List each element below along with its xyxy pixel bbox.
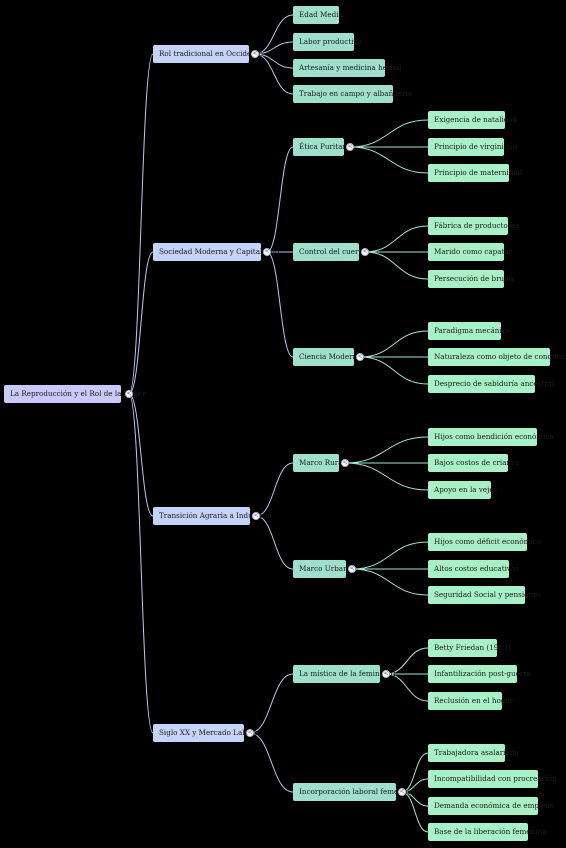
connector-line	[266, 146, 294, 253]
leaf-betty-friedan[interactable]: Betty Friedan (1963)	[428, 639, 510, 657]
node-mistica-feminidad[interactable]: La mística de la feminidad	[293, 665, 395, 683]
node-etica-puritana[interactable]: Ética Puritana	[293, 138, 351, 156]
leaf-demanda-economica[interactable]: Demanda económica de empleos	[428, 797, 554, 815]
collapse-toggle-icon[interactable]: <	[346, 143, 354, 151]
connector-line	[254, 53, 294, 95]
leaf-apoyo-vejez[interactable]: Apoyo en la vejez	[428, 481, 497, 499]
leaf-base-liberacion[interactable]: Base de la liberación femenina	[428, 823, 546, 841]
root-node[interactable]: La Reproducción y el Rol de la Mujer	[4, 385, 146, 403]
leaf-desprecio-sabiduria[interactable]: Desprecio de sabiduría ancestral	[428, 375, 554, 393]
leaf-principio-maternidad[interactable]: Principio de maternidad	[428, 164, 522, 182]
branch-transicion-agraria[interactable]: Transición Agraria a Industrial	[153, 507, 272, 525]
connector-line	[249, 732, 294, 793]
leaf-marido-capataz[interactable]: Marido como capataz	[428, 243, 513, 261]
collapse-toggle-icon[interactable]: <	[252, 512, 260, 520]
leaf-seguridad-social[interactable]: Seguridad Social y pensiones	[428, 586, 541, 604]
connector-line	[385, 673, 429, 702]
collapse-toggle-icon[interactable]: <	[356, 353, 364, 361]
leaf-paradigma-mecanico[interactable]: Paradigma mecánico	[428, 322, 510, 340]
connector-line	[249, 673, 294, 734]
collapse-toggle-icon[interactable]: <	[341, 459, 349, 467]
connector-line	[128, 393, 154, 734]
leaf-bajos-costos[interactable]: Bajos costos de crianza	[428, 454, 519, 472]
connector-line	[349, 146, 429, 174]
branch-siglo-xx[interactable]: Siglo XX y Mercado Laboral	[153, 724, 261, 742]
node-artesania[interactable]: Artesanía y medicina herbal	[293, 59, 402, 77]
connector-line	[255, 515, 294, 570]
leaf-reclusion-hogar[interactable]: Reclusión en el hogar	[428, 692, 513, 710]
connector-line	[349, 119, 429, 148]
connector-line	[254, 14, 294, 55]
node-ciencia-moderna[interactable]: Ciencia Moderna	[293, 348, 361, 366]
connector-line	[128, 393, 154, 517]
leaf-naturaleza-objeto[interactable]: Naturaleza como objeto de conquista	[428, 348, 566, 366]
collapse-toggle-icon[interactable]: <	[251, 50, 259, 58]
collapse-toggle-icon[interactable]: <	[382, 670, 390, 678]
collapse-toggle-icon[interactable]: <	[398, 788, 406, 796]
connector-line	[351, 568, 429, 596]
branch-rol-tradicional[interactable]: Rol tradicional en Occidente	[153, 45, 263, 63]
connector-line	[364, 225, 429, 253]
collapse-toggle-icon[interactable]: <	[246, 729, 254, 737]
connector-line	[266, 251, 294, 358]
node-marco-rural[interactable]: Marco Rural	[293, 454, 345, 472]
connector-line	[344, 436, 429, 464]
collapse-toggle-icon[interactable]: <	[361, 248, 369, 256]
leaf-fabrica-productores[interactable]: Fábrica de productores	[428, 217, 519, 235]
node-labor-productiva[interactable]: Labor productiva	[293, 33, 362, 51]
connector-line	[254, 41, 294, 55]
branch-sociedad-moderna[interactable]: Sociedad Moderna y Capitalismo	[153, 243, 279, 261]
connector-line	[351, 541, 429, 570]
connector-line	[385, 647, 429, 675]
leaf-hijos-deficit[interactable]: Hijos como déficit económico	[428, 533, 541, 551]
leaf-altos-costos[interactable]: Altos costos educativos	[428, 560, 519, 578]
connector-line	[255, 462, 294, 517]
connector-line	[364, 251, 429, 280]
node-control-cuerpo[interactable]: Control del cuerpo	[293, 243, 367, 261]
node-incorporacion-laboral[interactable]: Incorporación laboral femenina	[293, 783, 414, 801]
connector-line	[344, 462, 429, 491]
node-edad-media[interactable]: Edad Media	[293, 6, 343, 24]
leaf-infantilizacion[interactable]: Infantilización post-guerra	[428, 665, 531, 683]
leaf-hijos-bendicion[interactable]: Hijos como bendición económica	[428, 428, 554, 446]
node-marco-urbano[interactable]: Marco Urbano	[293, 560, 352, 578]
leaf-persecucion-brujas[interactable]: Persecución de brujas	[428, 270, 514, 288]
collapse-toggle-icon[interactable]: <	[348, 565, 356, 573]
collapse-toggle-icon[interactable]: <	[263, 248, 271, 256]
connector-line	[359, 330, 429, 358]
leaf-exigencia-natalidad[interactable]: Exigencia de natalidad	[428, 111, 517, 129]
leaf-trabajadora-asalariada[interactable]: Trabajadora asalariada	[428, 744, 519, 762]
leaf-principio-virginidad[interactable]: Principio de virginidad	[428, 138, 517, 156]
leaf-incompatibilidad[interactable]: Incompatibilidad con procreación	[428, 770, 557, 788]
connector-line	[359, 356, 429, 385]
connector-line	[128, 251, 154, 395]
node-trabajo-campo[interactable]: Trabajo en campo y albañilería	[293, 85, 412, 103]
collapse-toggle-icon[interactable]: <	[125, 390, 133, 398]
connector-line	[128, 53, 154, 395]
